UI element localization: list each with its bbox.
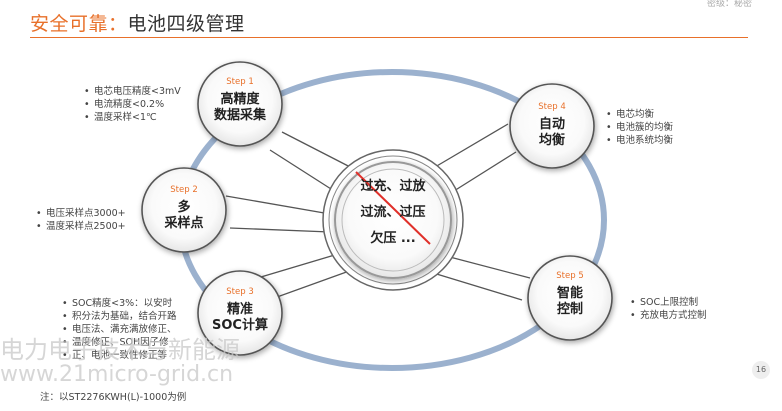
step1-title-1: 高精度 — [220, 92, 260, 107]
step1-bullet: 电流精度<0.2% — [84, 98, 181, 111]
step4-bullets: 电芯均衡 电池簇的均衡 电池系统均衡 — [606, 108, 673, 147]
step3-content: Step 3 精准 SOC计算 — [200, 287, 280, 334]
step1-content: Step 1 高精度 数据采集 — [200, 77, 280, 124]
connector-step2 — [225, 195, 331, 215]
step1-bullets: 电芯电压精度<3mV 电流精度<0.2% 温度采样<1℃ — [84, 85, 181, 124]
step4-title-1: 自动 — [538, 117, 565, 132]
step3-label: Step 3 — [226, 287, 254, 297]
step2-title-2: 采样点 — [164, 216, 204, 231]
step2-content: Step 2 多 采样点 — [144, 185, 224, 232]
step5-bullets: SOC上限控制 充放电方式控制 — [630, 296, 707, 322]
title-divider — [30, 37, 748, 38]
step5-label: Step 5 — [556, 271, 584, 281]
step5-bullet: 充放电方式控制 — [630, 309, 707, 322]
step3-bullet: 温度修正、SOH因子修 — [62, 336, 177, 349]
step4-bullet: 电芯均衡 — [606, 108, 673, 121]
step1-title-2: 数据采集 — [213, 108, 266, 123]
connector-step5-b — [429, 271, 523, 301]
strike-line — [355, 171, 431, 245]
step3-bullet: 积分法为基础，结合开路 — [62, 310, 177, 323]
title-main: 电池四级管理 — [127, 13, 245, 35]
step4-content: Step 4 自动 均衡 — [512, 102, 592, 149]
step3-title-1: 精准 — [226, 302, 253, 317]
step5-title-2: 控制 — [556, 302, 583, 317]
connector-step4-b — [445, 151, 517, 197]
step1-node — [197, 61, 283, 147]
step4-bullet: 电池簇的均衡 — [606, 121, 673, 134]
step2-bullet: 温度采样点2500+ — [36, 220, 126, 233]
step5-node — [527, 255, 613, 341]
step3-bullet: 正、电池一致性修正等 — [62, 349, 177, 362]
step2-bullets: 电压采样点3000+ 温度采样点2500+ — [36, 207, 126, 233]
step5-content: Step 5 智能 控制 — [530, 271, 610, 318]
center-hub — [322, 149, 464, 291]
center-line-1: 过充、过放 — [360, 179, 426, 194]
title-accent: 安全可靠： — [30, 13, 128, 35]
connector-step4 — [429, 123, 509, 171]
footnote: 注：以ST2276KWH(L)-1000为例 — [40, 392, 187, 403]
confidentiality-label: 密级：秘密 — [706, 0, 752, 9]
step3-bullet: 电压法、满充满放修正、 — [62, 323, 177, 336]
watermark-line-1: 电力电子技术与新能源 — [0, 336, 240, 364]
step1-label: Step 1 — [226, 77, 254, 87]
step-node-shapes — [141, 61, 613, 356]
step5-title-1: 智能 — [556, 286, 583, 301]
step1-bullet: 温度采样<1℃ — [84, 111, 181, 124]
step3-node — [197, 270, 283, 356]
step3-bullet: SOC精度<3%：以安时 — [62, 297, 177, 310]
step4-title-2: 均衡 — [538, 133, 565, 148]
connector-step2-b — [229, 227, 331, 233]
watermark-line-2: www.21micro-grid.cn — [0, 362, 234, 387]
connector-step5 — [445, 255, 531, 279]
page-title: 安全可靠：电池四级管理 — [30, 9, 245, 36]
step2-title-1: 多 — [177, 200, 191, 215]
step5-bullet: SOC上限控制 — [630, 296, 707, 309]
step2-label: Step 2 — [170, 185, 198, 195]
connector-step1 — [281, 131, 357, 171]
center-line-2: 过流、过压 — [360, 205, 426, 220]
step3-title-2: SOC计算 — [212, 318, 268, 333]
step1-bullet: 电芯电压精度<3mV — [84, 85, 181, 98]
step2-bullet: 电压采样点3000+ — [36, 207, 126, 220]
page-number: 16 — [752, 361, 770, 379]
center-risks: 过充、过放 过流、过压 欠压 ... — [343, 174, 443, 252]
connector-lines — [225, 123, 531, 307]
step4-node — [509, 83, 595, 169]
step2-node — [141, 167, 227, 253]
step4-bullet: 电池系统均衡 — [606, 134, 673, 147]
step3-bullets: SOC精度<3%：以安时 积分法为基础，结合开路 电压法、满充满放修正、 温度修… — [62, 297, 177, 362]
center-line-3: 欠压 ... — [370, 231, 416, 246]
step4-label: Step 4 — [538, 102, 566, 112]
